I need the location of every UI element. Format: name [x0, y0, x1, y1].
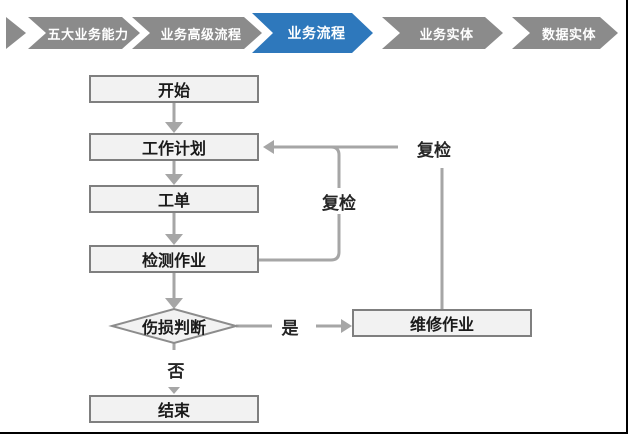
edge-label-yes: 是	[276, 315, 304, 339]
nav-step-advanced-process[interactable]: 业务高级流程	[132, 17, 262, 49]
flow-node-damage-decision: 伤损判断	[112, 309, 236, 343]
slide-border-bottom	[0, 432, 628, 434]
arrowhead-plan-to-order	[165, 174, 183, 185]
edge-label-recheck-outer: 复检	[408, 136, 460, 161]
nav-step-label: 数据实体	[541, 27, 596, 43]
flow-node-label: 伤损判断	[141, 318, 206, 337]
edge-label-no: 否	[162, 358, 190, 382]
nav-step-label: 业务流程	[287, 26, 346, 42]
flow-node-end: 结束	[89, 395, 259, 423]
flow-node-label: 结束	[157, 401, 190, 420]
slide-border-right	[626, 0, 628, 434]
nav-step-data-entity[interactable]: 数据实体	[512, 17, 618, 49]
edge-label-text: 否	[167, 361, 185, 382]
arrowhead-inspect-to-diamond	[165, 298, 183, 309]
nav-step-business-entity[interactable]: 业务实体	[382, 17, 503, 49]
arrowhead-yes-to-repair	[341, 319, 352, 333]
flow-node-label: 工单	[157, 191, 190, 210]
nav-step-label: 业务高级流程	[160, 27, 242, 43]
decision-diamond	[108, 307, 240, 345]
edge-label-recheck-inner: 复检	[317, 188, 361, 214]
flow-node-work-plan: 工作计划	[89, 133, 259, 161]
flow-node-label: 维修作业	[409, 315, 474, 334]
flow-node-repair: 维修作业	[352, 309, 532, 337]
flow-node-work-order: 工单	[89, 185, 259, 213]
nav-step-label: 五大业务能力	[47, 27, 129, 43]
nav-step-five-capabilities[interactable]: 五大业务能力	[28, 17, 140, 49]
arrowhead-recheck-to-plan	[263, 140, 274, 154]
arrowhead-start-to-plan	[165, 122, 183, 133]
flow-node-label: 工作计划	[141, 139, 206, 158]
edge-label-text: 复检	[417, 140, 451, 161]
arrowhead-order-to-inspect	[165, 234, 183, 245]
flow-node-label: 开始	[157, 81, 190, 100]
edge-label-text: 是	[281, 318, 299, 339]
nav-step-label: 业务实体	[419, 27, 474, 43]
arrowhead-no-to-end	[168, 387, 180, 394]
flow-node-label: 检测作业	[141, 251, 206, 270]
flow-node-inspection: 检测作业	[89, 245, 259, 273]
flow-node-start: 开始	[89, 75, 259, 103]
edge-label-text: 复检	[322, 193, 356, 214]
